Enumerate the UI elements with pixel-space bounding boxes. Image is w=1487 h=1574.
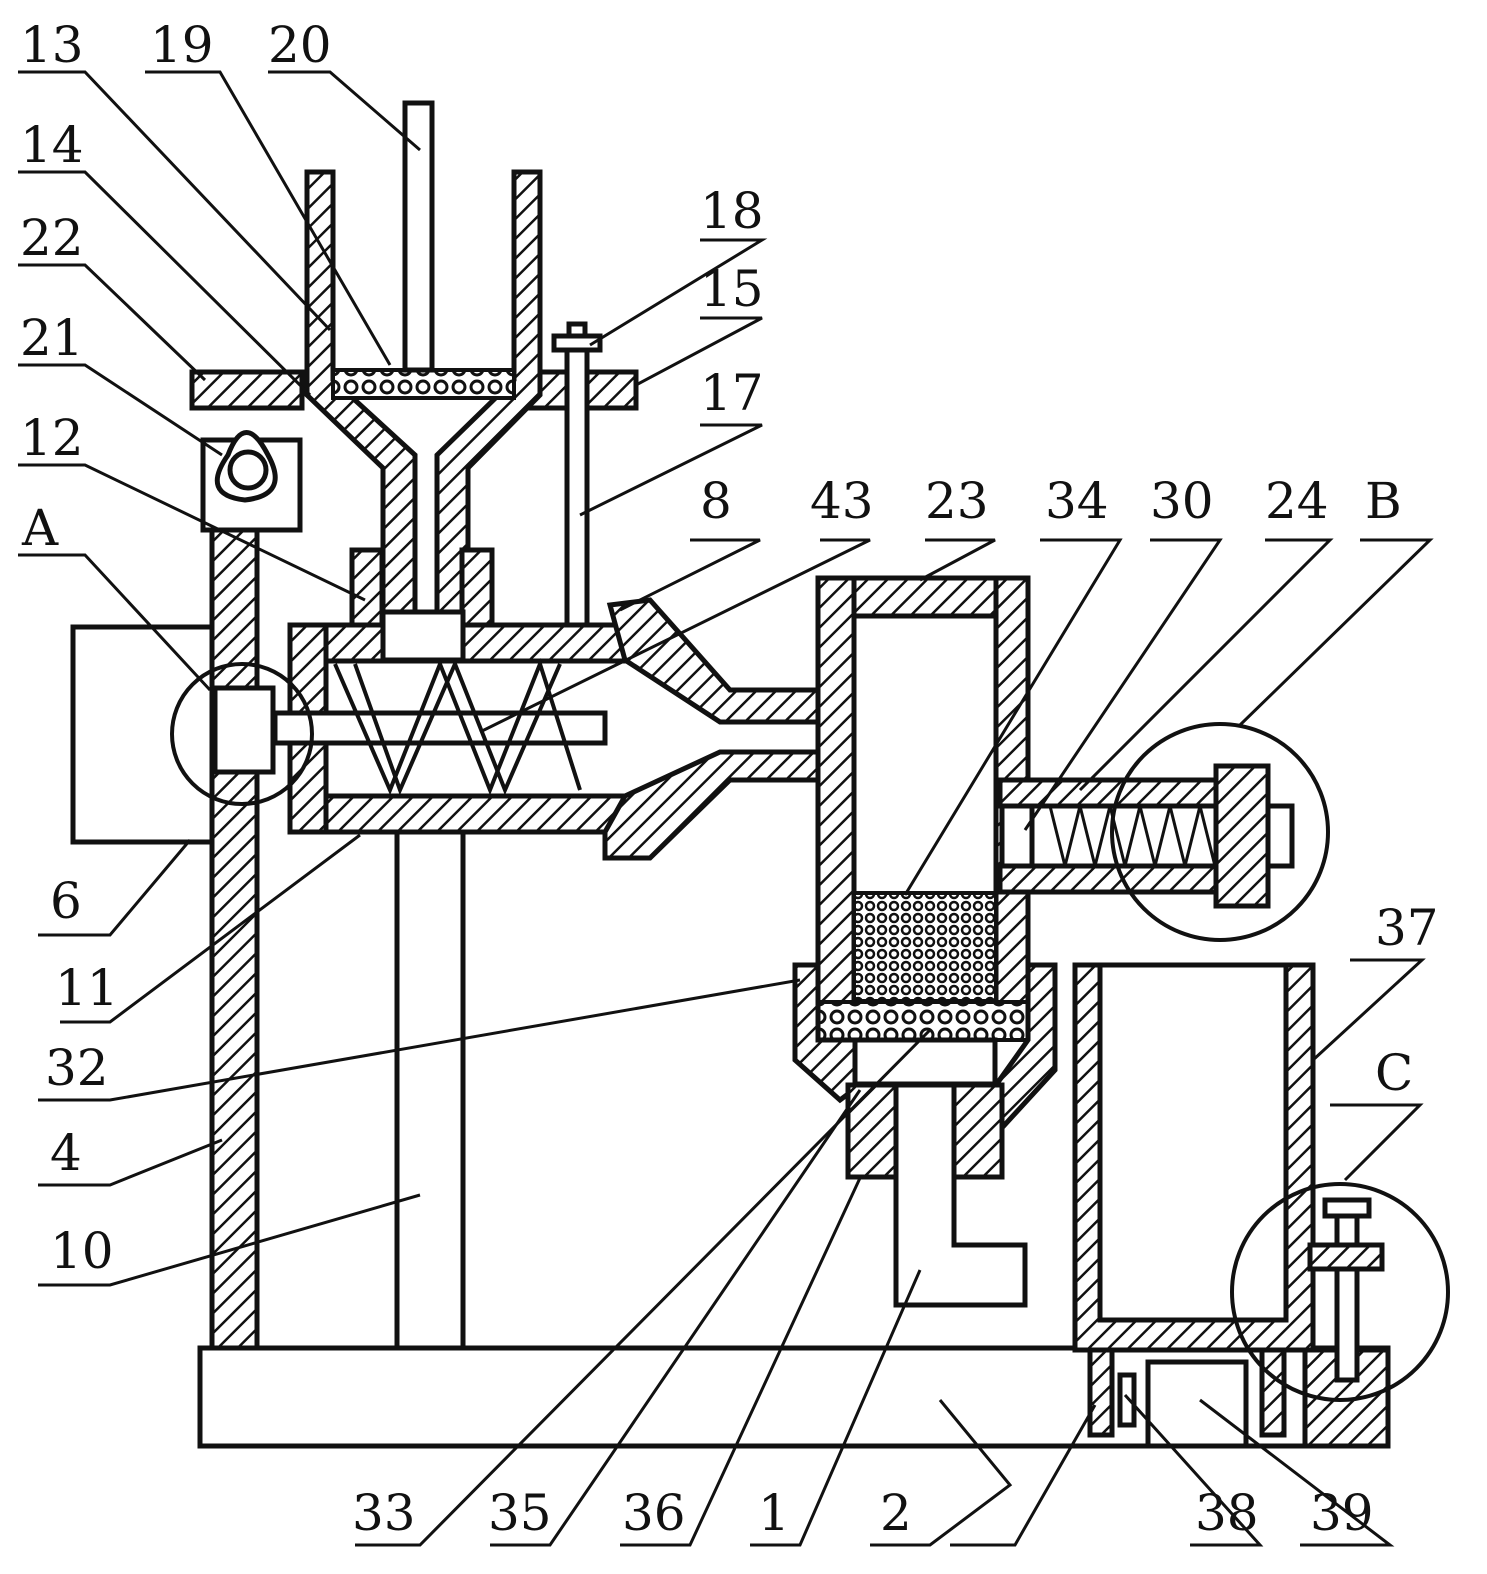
- slide-rail: [1087, 1347, 1287, 1449]
- label-33: 33: [352, 1484, 416, 1542]
- label-4: 4: [50, 1124, 82, 1182]
- label-21: 21: [20, 309, 84, 367]
- label-43: 43: [810, 472, 874, 530]
- adjusting-rod: [551, 321, 603, 633]
- label-11: 11: [55, 959, 119, 1017]
- mixing-chamber: [815, 575, 1031, 1042]
- label-b: B: [1365, 472, 1402, 530]
- label-6: 6: [50, 872, 82, 930]
- hinge-bracket: [200, 430, 303, 533]
- label-17: 17: [700, 364, 764, 422]
- label-34: 34: [1045, 472, 1109, 530]
- detail-circle-a: [170, 662, 314, 806]
- label-38: 38: [1195, 1484, 1259, 1542]
- label-35: 35: [488, 1484, 552, 1542]
- label-36: 36: [622, 1484, 686, 1542]
- extrusion-barrel: [287, 609, 628, 835]
- motor-housing: [70, 624, 276, 845]
- leader-lines: [18, 70, 1434, 1547]
- label-39: 39: [1310, 1484, 1374, 1542]
- tapered-outlet: [602, 597, 833, 861]
- label-a: A: [21, 499, 59, 557]
- label-24: 24: [1265, 472, 1329, 530]
- label-23: 23: [925, 472, 989, 530]
- support-post: [394, 829, 466, 1351]
- label-c: C: [1375, 1044, 1413, 1102]
- screw-conveyor: [272, 658, 608, 796]
- label-15: 15: [700, 260, 764, 318]
- label-20: 20: [268, 16, 332, 74]
- detail-circle-c: [1230, 1182, 1450, 1402]
- label-14: 14: [20, 116, 84, 174]
- piston-rod: [402, 100, 435, 373]
- label-12: 12: [20, 409, 84, 467]
- label-19: 19: [150, 16, 214, 74]
- label-10: 10: [50, 1222, 114, 1280]
- detail-circle-b: [1110, 722, 1330, 942]
- latch-pin: [1307, 1197, 1385, 1383]
- label-13: 13: [20, 16, 84, 74]
- label-22: 22: [20, 209, 84, 267]
- label-2: 2: [880, 1484, 912, 1542]
- label-8: 8: [700, 472, 732, 530]
- label-30: 30: [1150, 472, 1214, 530]
- label-18: 18: [700, 182, 764, 240]
- label-37: 37: [1375, 899, 1439, 957]
- lower-outlet: [792, 962, 1058, 1308]
- label-32: 32: [45, 1039, 109, 1097]
- side-cylinder: [997, 763, 1295, 909]
- collection-box: [1072, 962, 1316, 1353]
- label-1: 1: [758, 1484, 790, 1542]
